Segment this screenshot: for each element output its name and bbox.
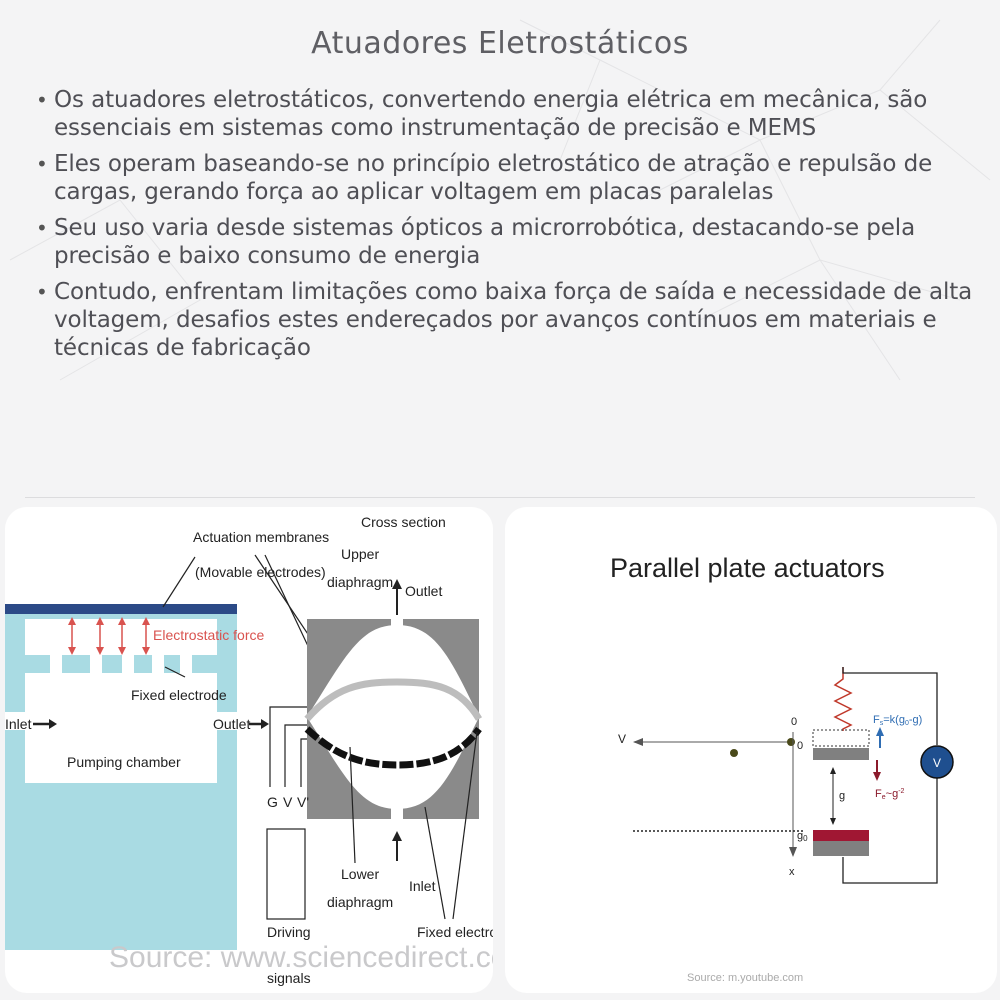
section-divider xyxy=(25,497,975,498)
voltage-source-label: V xyxy=(933,756,941,770)
label-v: V xyxy=(283,794,293,810)
axis-v-label: V xyxy=(618,732,626,746)
movable-plate-outline xyxy=(812,729,870,747)
label-upper: Upper xyxy=(341,546,379,562)
bullet-item: Contudo, enfrentam limitações como baixa… xyxy=(30,278,980,362)
cross-section xyxy=(304,619,483,819)
charge-dot xyxy=(787,738,795,746)
label-lower-diaphragm: diaphragm xyxy=(327,894,393,910)
bullet-item: Os atuadores eletrostáticos, convertendo… xyxy=(30,86,980,142)
label-g: G xyxy=(267,794,278,810)
source-watermark: Source: www.sciencedirect.com xyxy=(109,941,493,974)
voltage-source xyxy=(920,745,954,779)
label-electrostatic-force: Fe~g-2 xyxy=(875,788,905,801)
fixed-plate-electrode xyxy=(813,830,869,841)
label-outlet-right: Outlet xyxy=(405,583,442,599)
diagram-title: Parallel plate actuators xyxy=(610,553,885,583)
label-fixed-electrode: Fixed electrode xyxy=(131,687,227,703)
label-gap-g: g xyxy=(839,790,845,802)
label-spring-force: Fs=k(g0-g) xyxy=(873,714,922,727)
label-zero-mid: 0 xyxy=(797,740,803,752)
label-actuation-membranes: Actuation membranes xyxy=(193,529,329,545)
membrane-bar xyxy=(5,604,237,614)
label-movable-electrodes: (Movable electrodes) xyxy=(195,564,326,580)
bullet-list: Os atuadores eletrostáticos, convertendo… xyxy=(30,86,980,370)
micropump-diagram-panel: Electrostatic force Actuation membranes … xyxy=(5,507,493,993)
parallel-plate-diagram: Parallel plate actuators V 0 0 x g0 V Fs… xyxy=(610,553,954,984)
bullet-item: Seu uso varia desde sistemas ópticos a m… xyxy=(30,214,980,270)
label-x: x xyxy=(789,866,795,878)
label-fixed-electrode-right: Fixed electrode xyxy=(417,924,493,940)
label-lower: Lower xyxy=(341,866,379,882)
label-electrostatic-force: Electrostatic force xyxy=(153,627,264,643)
bullet-item: Eles operam baseando-se no princípio ele… xyxy=(30,150,980,206)
label-g0: g0 xyxy=(797,830,808,843)
label-outlet: Outlet xyxy=(213,716,250,732)
label-inlet-right: Inlet xyxy=(409,878,436,894)
label-cross-section: Cross section xyxy=(361,514,446,530)
spring xyxy=(833,667,853,731)
label-v-prime: V' xyxy=(297,794,309,810)
charge-dot xyxy=(730,749,738,757)
label-driving: Driving xyxy=(267,924,311,940)
label-pumping-chamber: Pumping chamber xyxy=(67,754,181,770)
label-zero-top: 0 xyxy=(791,716,797,728)
label-upper-diaphragm: diaphragm xyxy=(327,574,393,590)
label-inlet: Inlet xyxy=(5,716,32,732)
fixed-plate xyxy=(813,841,869,856)
driving-signal-box xyxy=(266,828,306,920)
movable-plate xyxy=(813,748,869,760)
micropump-diagram: Electrostatic force Actuation membranes … xyxy=(5,514,493,986)
label-signals: signals xyxy=(267,970,311,986)
source-label: Source: m.youtube.com xyxy=(687,972,803,984)
parallel-plate-diagram-panel: Parallel plate actuators V 0 0 x g0 V Fs… xyxy=(505,507,997,993)
page-title: Atuadores Eletrostáticos xyxy=(311,26,689,61)
pump-body xyxy=(5,604,237,950)
